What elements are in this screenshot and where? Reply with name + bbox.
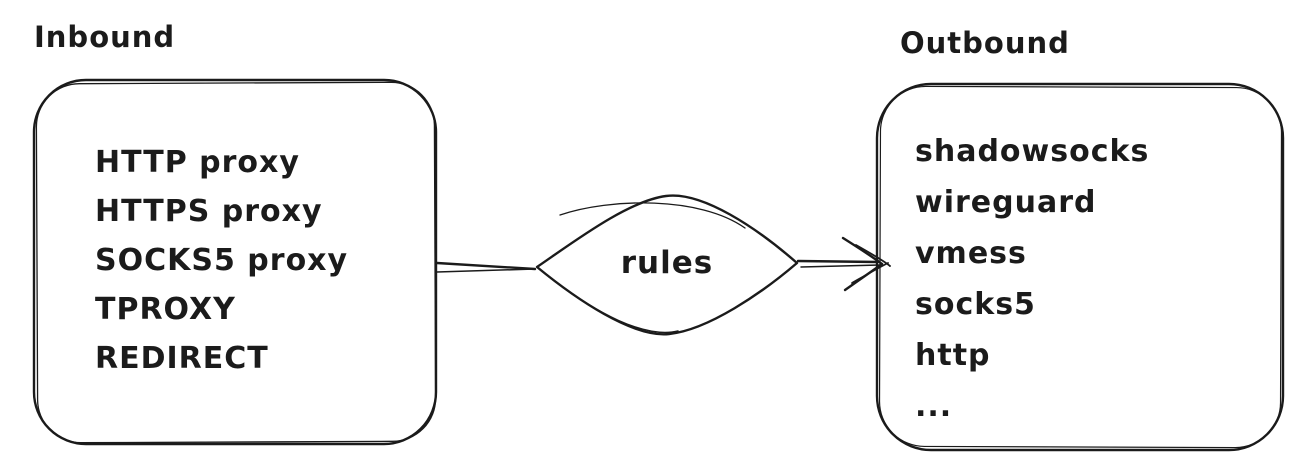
arrow-rules-to-outbound bbox=[796, 236, 891, 292]
inbound-item: TPROXY bbox=[95, 292, 236, 327]
arrowhead bbox=[841, 236, 884, 266]
inbound-item-list: HTTP proxy HTTPS proxy SOCKS5 proxy TPRO… bbox=[95, 138, 348, 383]
outbound-item: shadowsocks bbox=[915, 134, 1150, 169]
outbound-item: wireguard bbox=[915, 185, 1097, 220]
outbound-item-list: shadowsocks wireguard vmess socks5 http … bbox=[915, 126, 1149, 432]
inbound-box-outline bbox=[32, 78, 438, 446]
outbound-item: socks5 bbox=[915, 287, 1036, 322]
outbound-item: vmess bbox=[915, 236, 1027, 271]
connector-inbound-to-rules bbox=[435, 261, 537, 273]
outbound-item: http bbox=[915, 338, 991, 373]
inbound-title: Inbound bbox=[34, 20, 176, 54]
inbound-item: REDIRECT bbox=[95, 341, 269, 376]
rules-label: rules bbox=[620, 245, 714, 281]
outbound-title: Outbound bbox=[900, 26, 1070, 60]
inbound-item: SOCKS5 proxy bbox=[95, 243, 349, 278]
outbound-item: ... bbox=[915, 389, 953, 424]
inbound-item: HTTPS proxy bbox=[95, 194, 323, 229]
inbound-item: HTTP proxy bbox=[95, 145, 300, 180]
rules-diamond-outline bbox=[535, 194, 799, 336]
